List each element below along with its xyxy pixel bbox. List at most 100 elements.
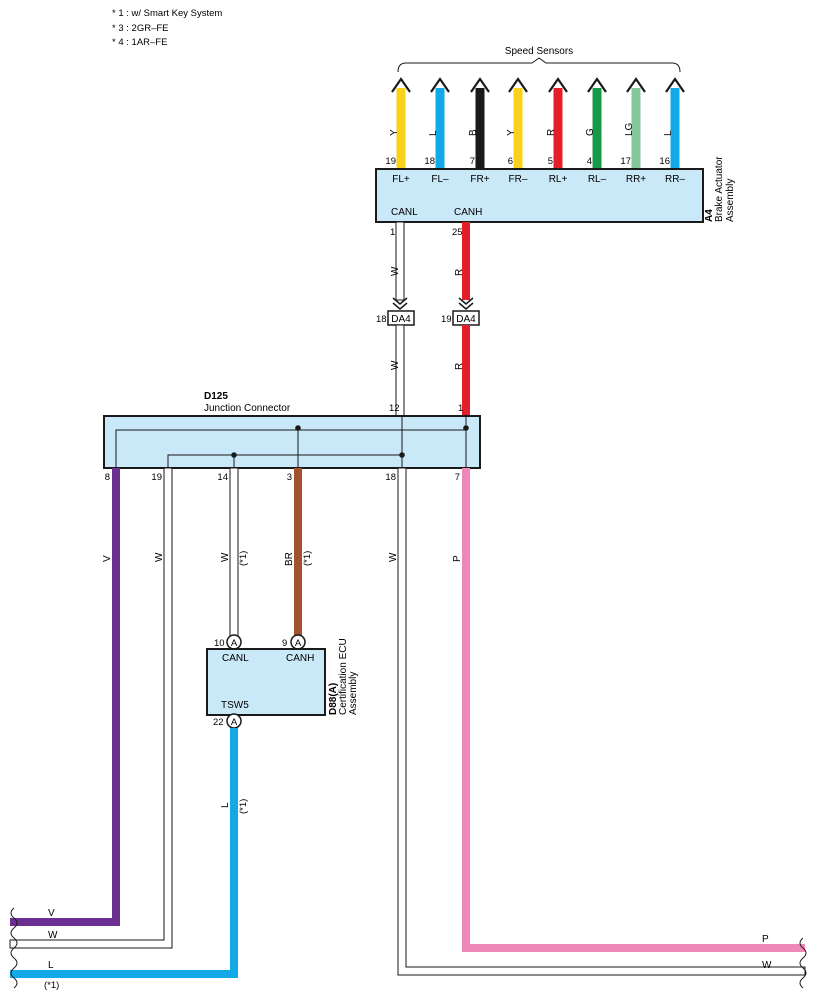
junction-splice-dots — [231, 425, 469, 458]
speed-sensor-arrow-0 — [391, 77, 411, 93]
da4-right-label: DA4 — [456, 314, 476, 325]
brake-actuator-terminal-4: RL+ — [549, 174, 568, 185]
white-wire-label-upper: W — [390, 266, 401, 276]
brake-actuator-terminal-3: FR– — [509, 174, 528, 185]
red-wire-canh-lower — [462, 325, 470, 416]
speed-sensors-bracket — [397, 57, 681, 73]
da4-left-label: DA4 — [391, 314, 411, 325]
speed-sensor-wire-7 — [670, 88, 680, 169]
cert-ecu-name-2: Assembly — [348, 672, 359, 715]
brake-actuator-terminal-2: FR+ — [470, 174, 489, 185]
da4-left-chevron — [392, 297, 408, 310]
wire-label-w-14: W — [220, 552, 231, 562]
speed-sensor-wire-4 — [553, 88, 563, 169]
brown-wire-pin3 — [294, 468, 302, 636]
speed-sensor-arrow-1 — [430, 77, 450, 93]
wire-note-l: (*1) — [238, 799, 249, 814]
junction-bottom-pin-1: 19 — [151, 472, 162, 483]
bottom-right-label-w: W — [762, 960, 772, 971]
cert-ecu-code: D88(A) — [328, 683, 339, 715]
pink-wire-horizontal — [462, 944, 805, 952]
speed-sensors-label: Speed Sensors — [505, 46, 573, 57]
wire-label-l: L — [220, 802, 231, 808]
brake-actuator-terminals: FL+ FL– FR+ FR– RL+ RL– RR+ RR– — [392, 174, 685, 185]
cert-ecu-tsw: TSW5 — [221, 700, 249, 711]
junction-top-pin-1: 1 — [458, 403, 463, 414]
speed-sensor-pin-3: 6 — [508, 156, 513, 167]
brake-actuator-name-1: Brake Actuator — [714, 156, 725, 222]
speed-sensor-pin-7: 16 — [659, 156, 670, 167]
junction-bottom-pin-2: 14 — [217, 472, 228, 483]
speed-sensor-arrow-7 — [665, 77, 685, 93]
brake-actuator-terminal-6: RR+ — [626, 174, 646, 185]
bottom-left-note-l: (*1) — [44, 980, 59, 991]
wire-label-p: P — [452, 555, 463, 562]
bottom-left-label-v: V — [48, 908, 55, 919]
speed-sensor-arrow-6 — [626, 77, 646, 93]
speed-sensor-arrow-2 — [470, 77, 490, 93]
speed-sensor-pin-4: 5 — [548, 156, 553, 167]
cert-ecu-canl-pin: 10 — [214, 638, 225, 649]
white-wire-canl-upper — [395, 221, 405, 301]
red-wire-label-upper: R — [454, 269, 465, 276]
cert-ecu-canh-conn-label: A — [295, 638, 302, 649]
junction-bottom-pin-5: 7 — [455, 472, 460, 483]
white-wire-pin18 — [397, 467, 806, 976]
pink-wire-pin7 — [462, 468, 470, 952]
cert-ecu-canh: CANH — [286, 653, 314, 664]
speed-sensor-color-1: L — [428, 130, 439, 136]
speed-sensor-color-2: B — [468, 129, 479, 136]
speed-sensor-pin-0: 19 — [385, 156, 396, 167]
bottom-left-label-l: L — [48, 960, 54, 971]
junction-bottom-pin-4: 18 — [385, 472, 396, 483]
brake-actuator-code: A4 — [704, 209, 715, 222]
cert-ecu-canl: CANL — [222, 653, 249, 664]
speed-sensor-color-4: R — [546, 129, 557, 136]
speed-sensor-wire-5 — [592, 88, 602, 169]
speed-sensor-pin-5: 4 — [587, 156, 592, 167]
junction-bottom-pin-3: 3 — [287, 472, 292, 483]
brake-actuator-terminal-0: FL+ — [392, 174, 410, 185]
note-1: * 1 : w/ Smart Key System — [112, 8, 222, 19]
white-wire-pin19 — [9, 467, 173, 949]
wire-label-w-18: W — [388, 552, 399, 562]
speed-sensor-wire-0 — [396, 88, 406, 169]
junction-code: D125 — [204, 391, 228, 402]
speed-sensor-arrow-3 — [508, 77, 528, 93]
junction-name: Junction Connector — [204, 403, 291, 414]
speed-sensor-pin-1: 18 — [424, 156, 435, 167]
brake-actuator-canl-pin: 14 — [390, 227, 401, 238]
speed-sensor-color-5: G — [585, 128, 596, 136]
brake-actuator-terminal-7: RR– — [665, 174, 685, 185]
white-wire-pin14 — [229, 467, 239, 637]
junction-bottom-pin-0: 8 — [105, 472, 110, 483]
brake-actuator-terminal-1: FL– — [431, 174, 449, 185]
cert-ecu-tsw-conn-label: A — [231, 717, 238, 728]
brake-actuator-canh: CANH — [454, 207, 482, 218]
bottom-left-label-w: W — [48, 930, 58, 941]
wire-note-w-14: (*1) — [238, 551, 249, 566]
speed-sensor-color-0: Y — [389, 129, 400, 136]
da4-left-pin: 18 — [376, 314, 387, 325]
cert-ecu-name-1: Certification ECU — [338, 638, 349, 715]
cert-ecu-canh-pin: 9 — [282, 638, 287, 649]
brake-actuator-canh-pin: 25 — [452, 227, 463, 238]
blue-wire-tsw5 — [230, 728, 238, 978]
wire-label-br: BR — [284, 552, 295, 566]
wire-note-br: (*1) — [302, 551, 313, 566]
speed-sensor-wire-3 — [513, 88, 523, 169]
speed-sensor-arrow-4 — [548, 77, 568, 93]
note-3: * 3 : 2GR–FE — [112, 23, 169, 34]
speed-sensor-arrow-5 — [587, 77, 607, 93]
speed-sensor-wire-6 — [631, 88, 641, 169]
speed-sensor-pin-2: 7 — [470, 156, 475, 167]
bottom-right-label-p: P — [762, 934, 769, 945]
brake-actuator-canl: CANL — [391, 207, 418, 218]
cert-ecu-connector — [206, 648, 326, 716]
wire-break-marks — [10, 907, 807, 989]
blue-wire-tsw5-horizontal — [10, 970, 238, 978]
junction-top-pin-12: 12 — [389, 403, 400, 414]
brake-actuator-terminal-5: RL– — [588, 174, 607, 185]
da4-right-chevron — [458, 297, 474, 310]
